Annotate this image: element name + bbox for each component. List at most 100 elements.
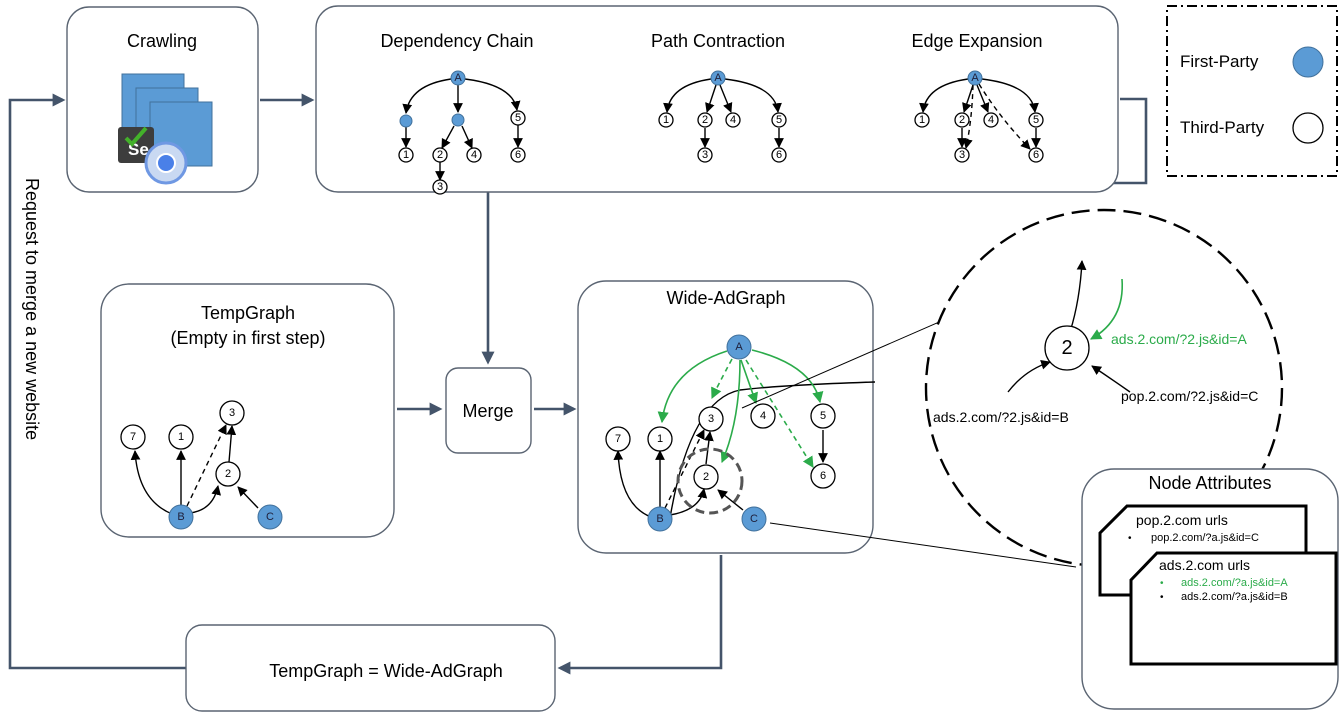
legend-third-party-label: Third-Party [1180,118,1265,137]
svg-text:A: A [971,72,979,84]
svg-text:2: 2 [437,149,443,161]
svg-text:3: 3 [229,407,235,419]
path-contraction-title: Path Contraction [651,31,785,51]
svg-text:A: A [454,72,462,84]
zoom-url-left: ads.2.com/?2.js&id=B [933,409,1069,425]
svg-text:1: 1 [657,433,663,445]
assignment-box: TempGraph = Wide-AdGraph [185,624,556,712]
node-4 [983,112,999,128]
svg-text:ads.2.com urls: ads.2.com urls [1159,557,1250,573]
svg-text:ads.2.com/?a.js&id=B: ads.2.com/?a.js&id=B [1181,591,1288,603]
svg-text:3: 3 [437,181,443,193]
attribute-card-ads: ads.2.com urls • ads.2.com/?a.js&id=A • … [1129,551,1338,666]
node-5 [771,112,787,128]
svg-text:2: 2 [703,471,709,483]
svg-text:B: B [656,513,663,525]
svg-text:3: 3 [702,149,708,161]
crawling-title: Crawling [127,31,197,51]
edge-expansion-graph: A 1 2 4 5 3 6 [914,70,1044,163]
svg-text:5: 5 [820,410,826,422]
node-3 [954,147,970,163]
node-C [741,506,767,532]
svg-text:1: 1 [919,114,925,126]
node-5 [810,403,836,429]
node-1 [658,112,674,128]
svg-text:4: 4 [471,149,477,161]
svg-text:1: 1 [178,431,184,443]
wide-adgraph-title: Wide-AdGraph [666,288,785,308]
svg-text:A: A [714,72,722,84]
tempgraph-box: TempGraph (Empty in first step) 7 1 3 2 … [100,283,395,538]
svg-text:4: 4 [988,114,994,126]
node-2 [954,112,970,128]
tempgraph-title: TempGraph [201,303,295,323]
legend-first-party-swatch [1292,46,1324,78]
node-2 [215,461,241,487]
merge-box: Merge [445,367,532,454]
selenium-icon: Se [118,126,154,163]
node-1 [647,426,673,452]
node-C [257,504,283,530]
node-6 [810,463,836,489]
node-B [647,506,673,532]
svg-text:4: 4 [730,114,736,126]
tempgraph-subtitle: (Empty in first step) [170,328,325,348]
node-2 [432,147,448,163]
dependency-chain-graph: A 5 1 2 4 6 3 [398,70,526,195]
processing-box: Dependency Chain Path Contraction Edge E… [315,5,1119,195]
node-4 [750,403,776,429]
svg-text:6: 6 [1033,149,1039,161]
node-1 [398,147,414,163]
node-5 [1028,112,1044,128]
flow-connectors [8,93,1148,675]
node-6 [510,147,526,163]
node-5 [510,110,526,126]
svg-text:7: 7 [130,431,136,443]
svg-text:1: 1 [663,114,669,126]
svg-text:1: 1 [403,149,409,161]
zoom-url-right: pop.2.com/?2.js&id=C [1121,388,1258,404]
svg-text:3: 3 [959,149,965,161]
svg-text:C: C [750,513,758,525]
node-attributes-box: Node Attributes pop.2.com urls • pop.2.c… [1081,468,1339,710]
node-A [726,334,752,360]
svg-text:•: • [1160,592,1164,603]
zoom-url-green: ads.2.com/?2.js&id=A [1111,331,1247,347]
crawling-box: Crawling Se [66,6,259,193]
focus-ring [676,447,744,515]
node-1 [914,112,930,128]
svg-text:7: 7 [615,433,621,445]
merge-label: Merge [462,401,513,421]
node-A [710,70,726,86]
svg-text:•: • [1160,578,1164,589]
svg-text:5: 5 [515,112,521,124]
node-6 [1028,147,1044,163]
dependency-chain-title: Dependency Chain [380,31,533,51]
legend-first-party-label: First-Party [1180,52,1259,71]
svg-text:5: 5 [776,114,782,126]
svg-text:A: A [735,341,743,353]
node-2 [697,112,713,128]
node-2 [693,464,719,490]
svg-text:C: C [266,511,274,523]
node-A [967,70,983,86]
node-intermediate-2 [451,113,465,127]
node-A [450,70,466,86]
svg-text:B: B [177,511,184,523]
svg-text:6: 6 [776,149,782,161]
svg-text:2: 2 [702,114,708,126]
svg-text:ads.2.com/?a.js&id=A: ads.2.com/?a.js&id=A [1181,577,1288,589]
node-3 [432,179,448,195]
node-3 [697,147,713,163]
node-7 [605,426,631,452]
svg-text:2: 2 [225,468,231,480]
node-1 [168,424,194,450]
node-7 [120,424,146,450]
svg-text:pop.2.com/?a.js&id=C: pop.2.com/?a.js&id=C [1151,532,1259,544]
legend: First-Party Third-Party [1166,5,1338,177]
svg-text:5: 5 [1033,114,1039,126]
wide-adgraph-box: Wide-AdGraph 7 1 3 4 5 2 6 A B C [577,277,1077,568]
node-4 [725,112,741,128]
svg-text:6: 6 [820,470,826,482]
